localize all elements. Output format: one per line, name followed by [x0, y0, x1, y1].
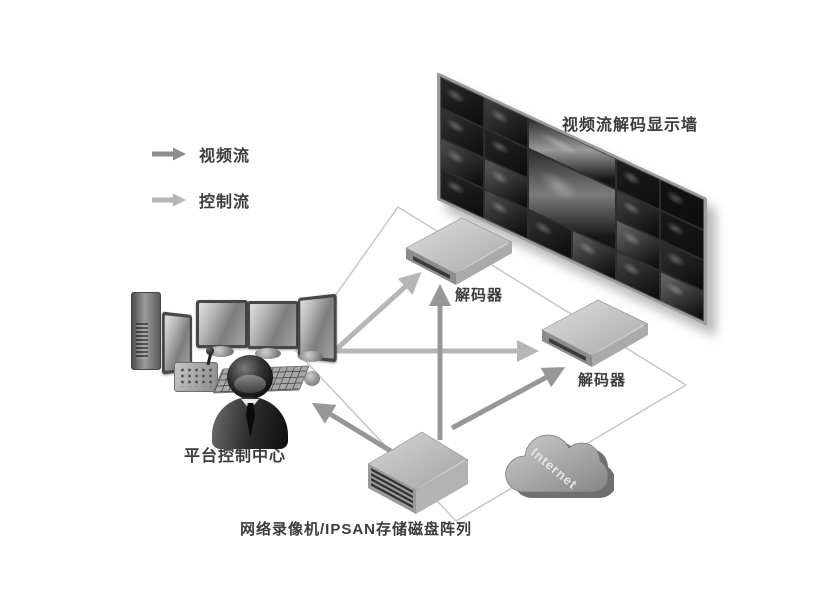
monitor-base-icon: [255, 348, 281, 359]
operator-person-icon: [212, 355, 288, 450]
decoder-right: [540, 296, 650, 370]
video-wall-label: 视频流解码显示墙: [562, 117, 699, 134]
decoder-right-label: 解码器: [578, 372, 627, 389]
arrow-storage-to-decoder-right: [450, 367, 566, 431]
internet-cloud: Internet: [500, 420, 614, 514]
joystick-keyboard-icon: [174, 347, 218, 392]
monitor-base-icon: [208, 346, 234, 357]
storage-label: 网络录像机/IPSAN存储磁盘阵列: [240, 521, 473, 538]
decoder-box-icon: [405, 217, 513, 285]
legend-control-stream-label: 控制流: [199, 194, 251, 211]
storage-array: [366, 424, 470, 518]
decoder-top-label: 解码器: [455, 287, 504, 304]
monitor-base-icon: [299, 351, 323, 362]
control-center-label: 平台控制中心: [184, 448, 287, 465]
decoder-top: [404, 214, 514, 288]
legend-item-video-stream: 视频流: [152, 142, 250, 166]
control-stream-arrow-icon: [152, 193, 186, 207]
video-stream-arrow-icon: [152, 147, 186, 161]
monitor-center-left-icon: [196, 300, 248, 348]
cloud-icon: Internet: [505, 434, 614, 498]
legend-item-control-stream: 控制流: [152, 188, 250, 212]
decoder-box-icon: [541, 299, 649, 367]
disk-array-icon: [367, 431, 469, 514]
arrow-control-center-to-decoder-top: [328, 271, 422, 357]
trackball-icon: [304, 371, 320, 386]
tower-pc-icon: [131, 292, 161, 370]
monitor-center-right-icon: [247, 301, 299, 349]
legend-video-stream-label: 视频流: [199, 148, 251, 165]
